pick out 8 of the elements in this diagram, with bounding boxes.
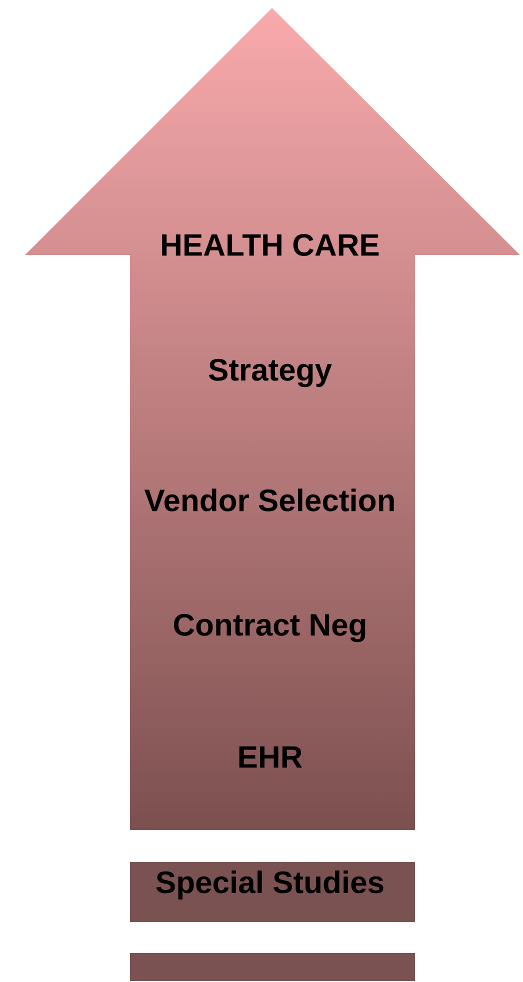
label-text: EHR [239, 746, 302, 768]
label-text: HEALTH CARE [162, 234, 379, 256]
label-text: Strategy [208, 358, 332, 388]
label-text: Vendor Selection [144, 488, 394, 512]
bar-shape [130, 953, 415, 981]
label-text: Contract Neg [174, 614, 366, 642]
label-text: Special Studies [156, 870, 384, 900]
text-box [130, 862, 415, 922]
